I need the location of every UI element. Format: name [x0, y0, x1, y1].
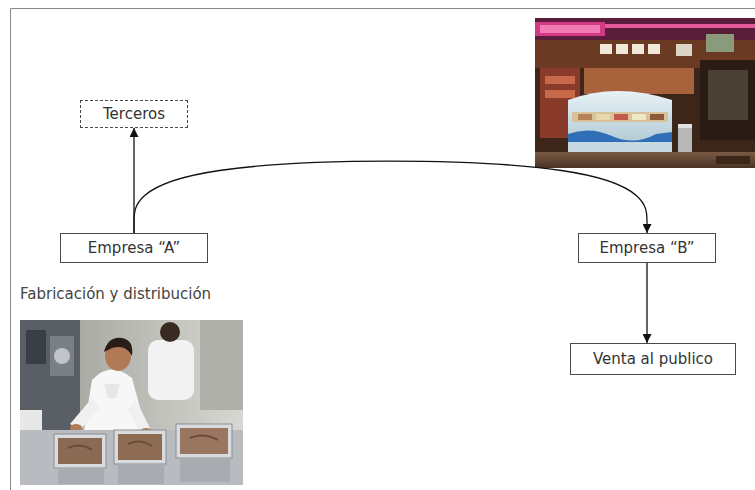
photo-detail: [180, 428, 228, 454]
photo-detail: [632, 114, 646, 120]
photo-detail: [104, 384, 120, 398]
photo-detail: [596, 114, 610, 120]
photo-detail: [535, 152, 755, 168]
process-box: Empresa “A”: [60, 233, 208, 263]
photo-detail: [616, 44, 628, 54]
photo-detail: [650, 114, 664, 120]
photo-detail: [114, 430, 166, 464]
photo-detail: [600, 44, 612, 54]
photo-detail: [200, 320, 243, 410]
flow-arrow: [134, 161, 647, 233]
photo-detail: [68, 435, 218, 450]
photo-detail: [540, 25, 600, 33]
photo-detail: [118, 464, 164, 484]
photo-detail: [180, 458, 230, 482]
node-label: Empresa “A”: [88, 239, 180, 257]
photo-detail: [176, 424, 232, 458]
kitchen-photo: [20, 320, 243, 485]
photo-detail: [20, 320, 243, 485]
node-label: Venta al publico: [593, 350, 713, 368]
photo-detail: [578, 114, 592, 120]
shop-photo: [535, 18, 755, 168]
photo-detail: [58, 468, 104, 484]
photo-detail: [160, 322, 180, 342]
photo-detail: [614, 114, 628, 120]
photo-detail: [572, 112, 668, 122]
process-box: Venta al publico: [570, 343, 736, 375]
node-label: Terceros: [103, 105, 165, 123]
photo-detail: [632, 44, 644, 54]
photo-detail: [700, 60, 755, 140]
photo-detail: [54, 434, 106, 468]
photo-detail: [545, 90, 575, 98]
caption-label: Fabricación y distribución: [20, 285, 211, 303]
photo-detail: [678, 124, 692, 128]
photo-detail: [54, 348, 70, 364]
photo-detail: [584, 68, 694, 94]
process-box: Empresa “B”: [578, 233, 716, 263]
flow-arrow: [646, 263, 647, 343]
photo-detail: [535, 18, 755, 168]
photo-detail: [104, 338, 132, 356]
photo-detail: [648, 44, 660, 54]
external-box: Terceros: [80, 100, 188, 128]
photo-detail: [545, 76, 575, 84]
photo-detail: [678, 124, 692, 154]
photo-detail: [568, 130, 672, 142]
photo-detail: [568, 91, 672, 152]
photo-detail: [605, 24, 755, 28]
photo-detail: [128, 400, 150, 432]
node-label: Empresa “B”: [599, 239, 694, 257]
page-frame: [11, 9, 755, 490]
photo-detail: [58, 438, 102, 464]
photo-detail: [716, 156, 750, 164]
photo-detail: [535, 22, 605, 36]
photo-detail: [148, 340, 194, 400]
photo-detail: [708, 70, 748, 120]
photo-detail: [50, 336, 74, 376]
photo-detail: [568, 142, 672, 152]
photo-detail: [26, 330, 46, 364]
photo-detail: [676, 44, 692, 56]
photo-detail: [118, 434, 162, 460]
photo-detail: [706, 34, 734, 52]
